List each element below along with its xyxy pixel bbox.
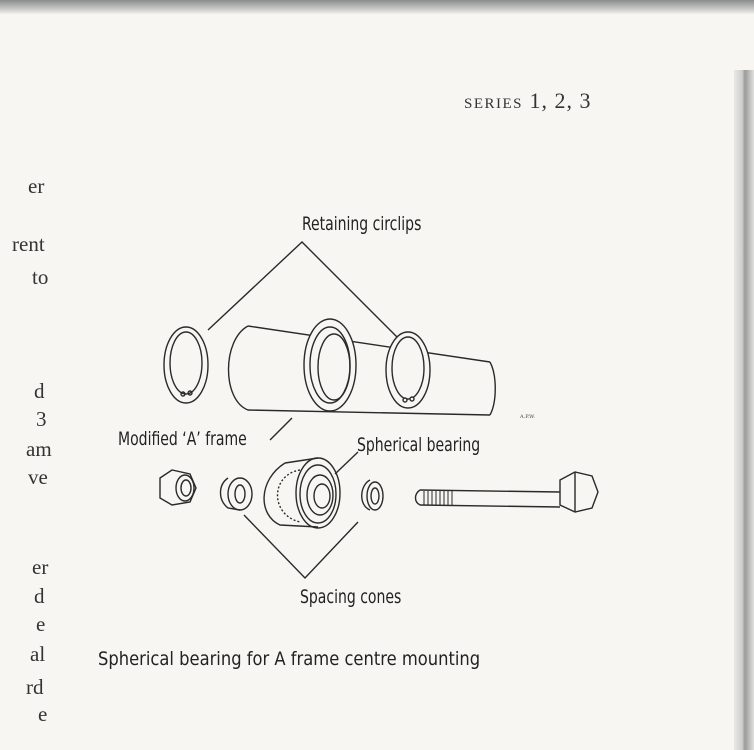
running-head-numbers: 1, 2, 3 [529,88,592,113]
figure-caption: Spherical bearing for A frame centre mou… [98,648,481,670]
label-spacing-cones: Spacing cones [300,586,402,608]
right-circlip [385,331,431,409]
text-fragment: am [26,437,52,461]
leader-lines [207,241,401,580]
text-fragment: d [34,584,45,608]
text-fragment: er [32,555,49,579]
text-fragment: e [36,612,46,636]
scan-top-edge [0,0,754,14]
spacing-cone-right [361,479,384,511]
text-fragment: d [34,379,45,403]
text-fragment: 3 [36,407,47,431]
spacing-cone-left [219,477,253,511]
a-frame-tube [227,318,496,416]
text-fragment: ve [28,465,48,489]
label-modified-a-frame: Modified ‘A’ frame [118,428,247,450]
bolt [414,471,599,513]
label-retaining-circlips: Retaining circlips [302,213,422,235]
spherical-bearing [263,457,341,529]
text-fragment: al [30,642,46,666]
running-head: SERIES 1, 2, 3 [464,88,592,114]
text-fragment: rd [26,675,44,699]
label-spherical-bearing: Spherical bearing [357,434,481,456]
text-fragment: rent [12,232,45,256]
text-fragment: er [28,174,45,198]
left-circlip [163,326,209,404]
running-head-series: SERIES [464,96,524,112]
svg-text:A.P.W.: A.P.W. [519,414,535,420]
text-fragment: to [32,265,49,289]
nut [159,469,197,506]
page-gutter [734,70,754,750]
text-fragment: e [38,702,48,726]
